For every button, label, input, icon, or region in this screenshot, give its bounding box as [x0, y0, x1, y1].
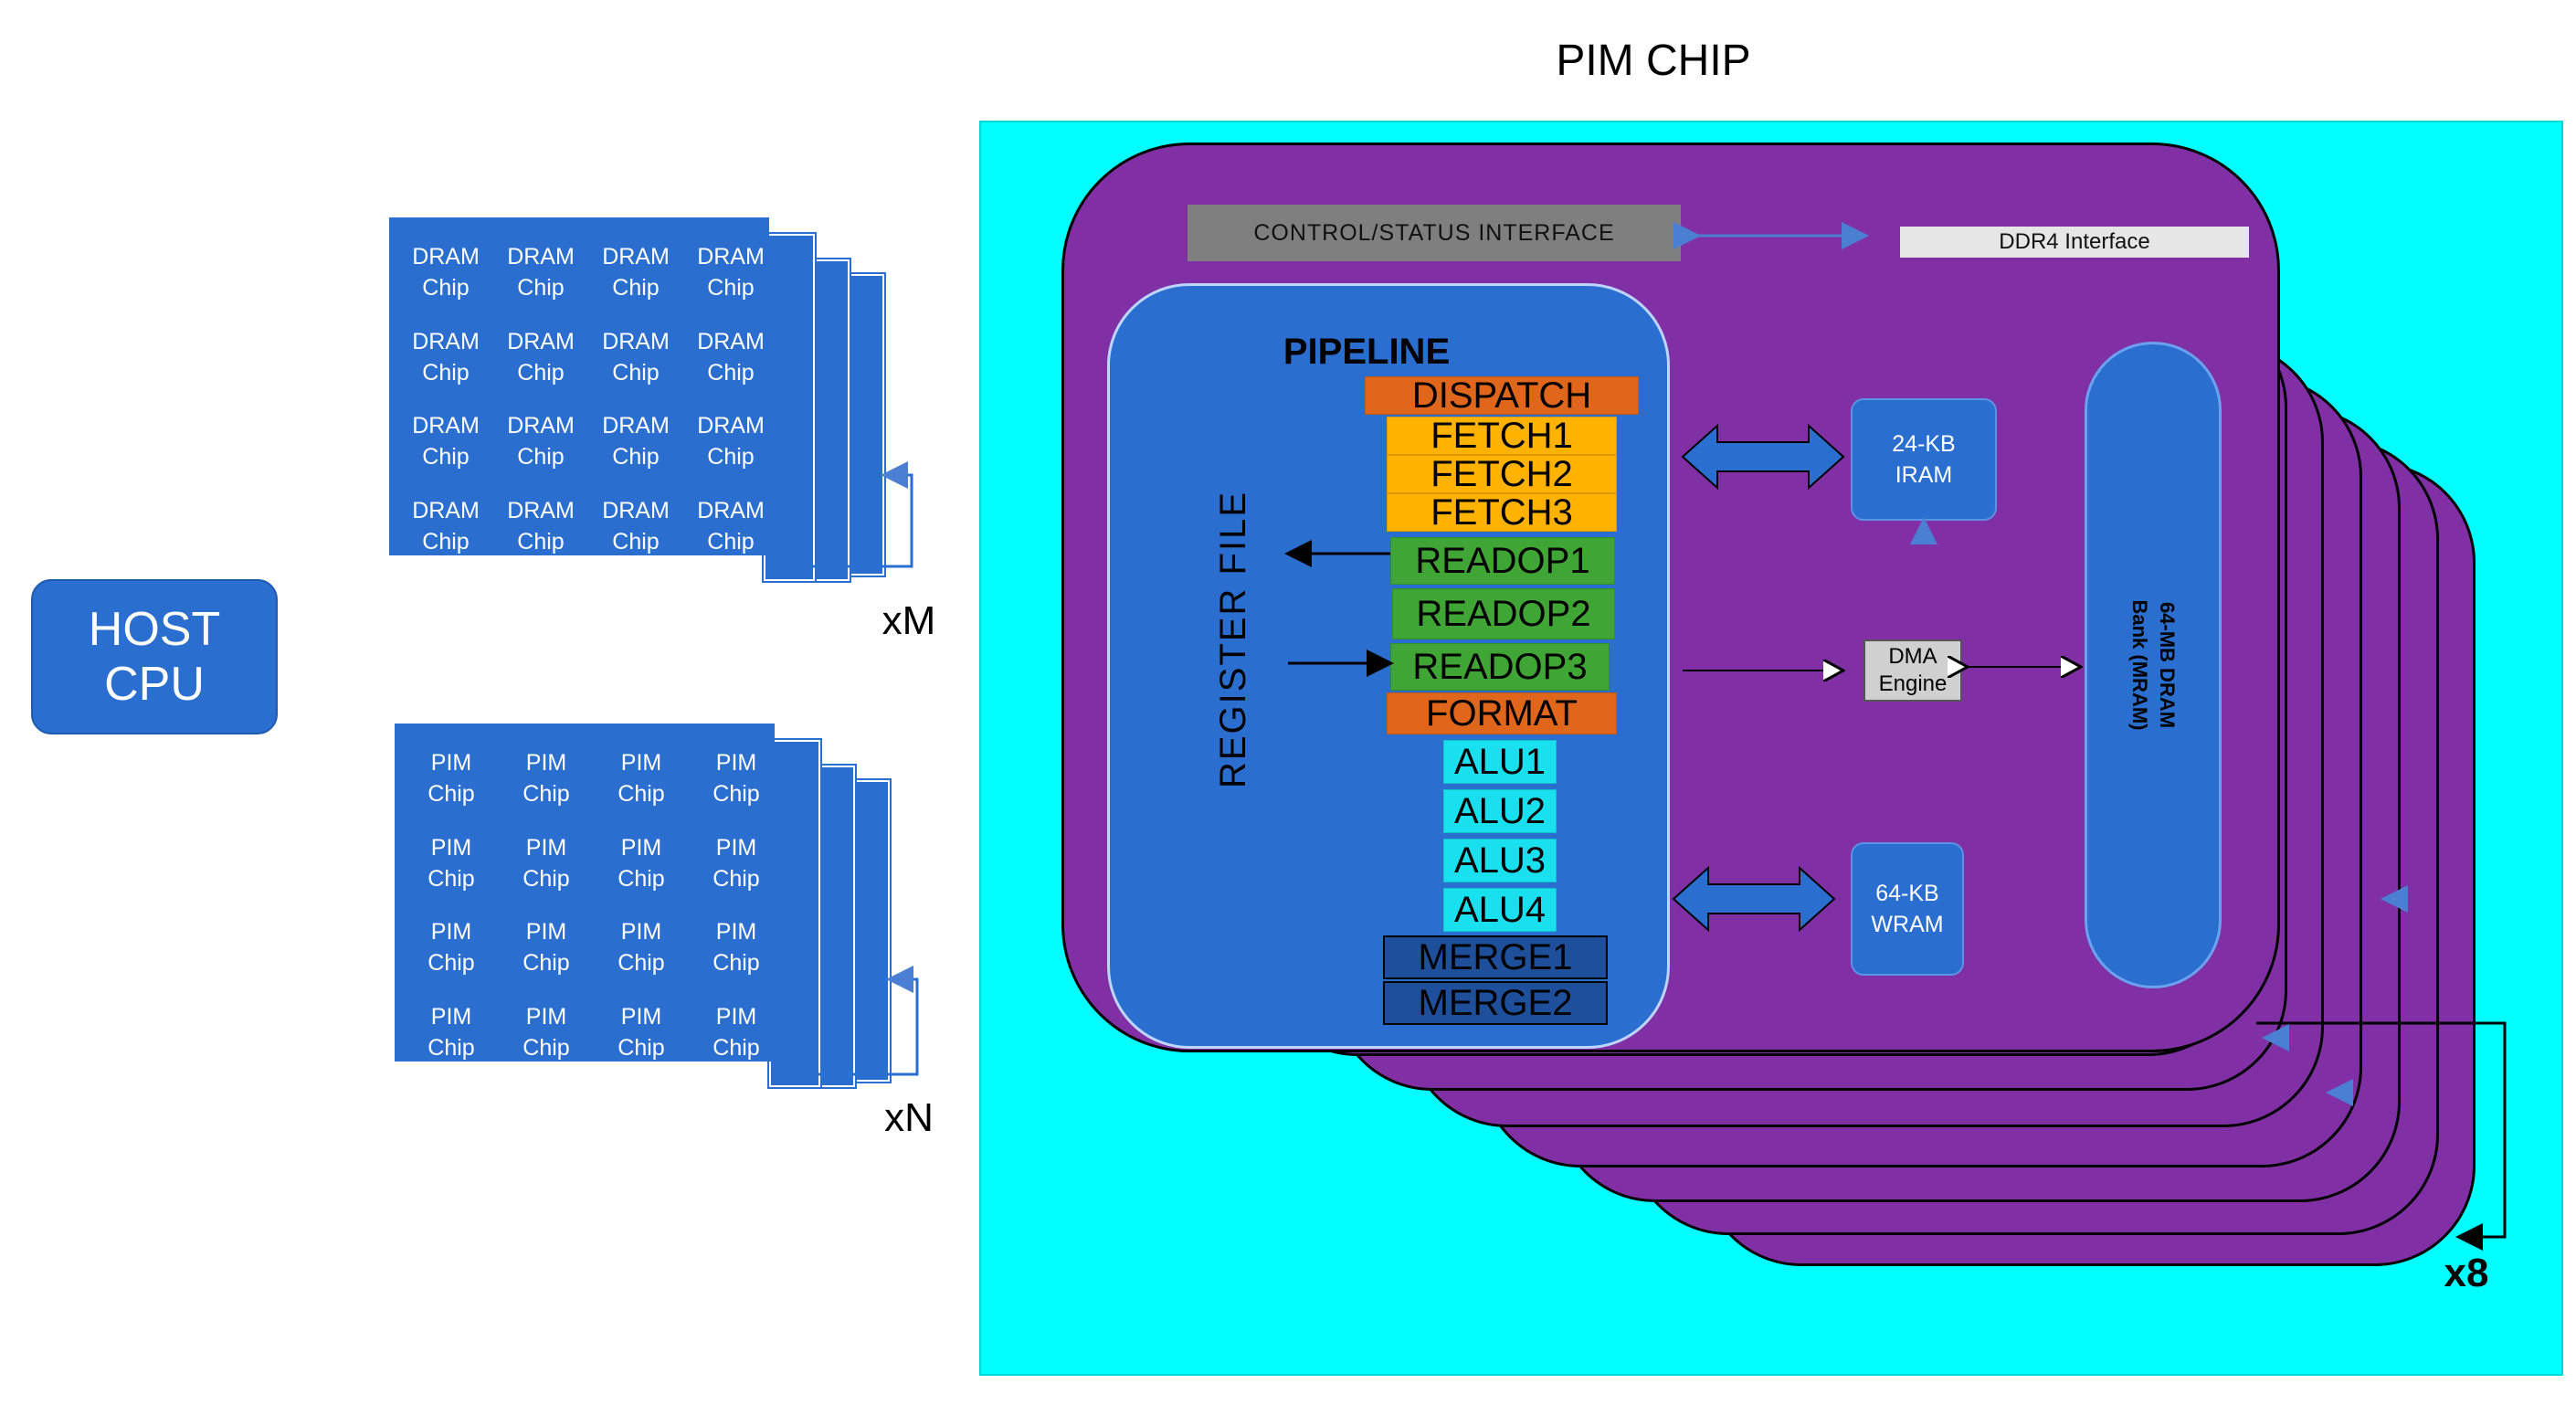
- pipeline-stage-alu1: ALU1: [1443, 740, 1557, 784]
- pim-chip-label: PIM Chip: [618, 750, 665, 808]
- dram-chip-label: DRAM Chip: [602, 497, 670, 555]
- dram-chip-label: DRAM Chip: [412, 328, 480, 386]
- pipeline-stage-alu4: ALU4: [1443, 888, 1557, 932]
- pim-module-layer: [767, 738, 822, 1089]
- pim-chip-label: PIM Chip: [428, 834, 475, 892]
- pim-chip-label: PIM Chip: [618, 834, 665, 892]
- dram-chip-label: DRAM Chip: [412, 244, 480, 301]
- pipeline-stage-merge2: MERGE2: [1383, 981, 1608, 1025]
- dram-multiplier-label: xM: [882, 598, 936, 643]
- pim-chip-label: PIM Chip: [523, 834, 570, 892]
- pipeline-stage-format: FORMAT: [1387, 692, 1617, 734]
- dma-engine-block: DMA Engine: [1863, 639, 1962, 702]
- pipeline-stage-fetch3: FETCH3: [1387, 492, 1617, 533]
- dram-chip-label: DRAM Chip: [697, 413, 765, 470]
- dram-chip-label: DRAM Chip: [412, 413, 480, 470]
- dram-chip-label: DRAM Chip: [697, 497, 765, 555]
- pipeline-stage-fetch2: FETCH2: [1387, 454, 1617, 494]
- pim-chip-label: PIM Chip: [713, 834, 760, 892]
- pim-chip-label: PIM Chip: [618, 919, 665, 977]
- pim-chip-label: PIM Chip: [428, 1003, 475, 1061]
- pim-chip-label: PIM Chip: [713, 1003, 760, 1061]
- pipeline-stage-alu3: ALU3: [1443, 839, 1557, 882]
- host-cpu-block: HOST CPU: [31, 579, 278, 734]
- ddr4-interface: DDR4 Interface: [1900, 227, 2249, 258]
- pim-chip-label: PIM Chip: [713, 919, 760, 977]
- pipeline-stage-readop1: READOP1: [1390, 537, 1615, 585]
- wram-fat-arrow: [1672, 865, 1836, 933]
- dram-chip-label: DRAM Chip: [507, 497, 575, 555]
- pim-chip-label: PIM Chip: [618, 1003, 665, 1061]
- dpu-loop-connector: [2256, 1021, 2507, 1251]
- dpu-multiplier-label: x8: [2444, 1251, 2489, 1295]
- dram-chip-label: DRAM Chip: [507, 328, 575, 386]
- pim-loop-connector: [771, 966, 919, 1076]
- pipeline-title: PIPELINE: [1283, 331, 1451, 372]
- dram-chip-label: DRAM Chip: [697, 328, 765, 386]
- control-status-interface: CONTROL/STATUS INTERFACE: [1188, 205, 1681, 261]
- dram-loop-connector: [765, 461, 913, 568]
- pipeline-stage-alu2: ALU2: [1443, 789, 1557, 833]
- dram-chip-label: DRAM Chip: [602, 413, 670, 470]
- pipeline-stage-readop2: READOP2: [1392, 588, 1615, 639]
- pipeline-stage-readop3: READOP3: [1390, 643, 1610, 691]
- pim-chip-label: PIM Chip: [428, 750, 475, 808]
- pim-chip-label: PIM Chip: [523, 750, 570, 808]
- dram-chip-label: DRAM Chip: [602, 328, 670, 386]
- mram-bank: [2085, 342, 2222, 988]
- dram-chip-label: DRAM Chip: [507, 244, 575, 301]
- wram-block: 64-KB WRAM: [1851, 842, 1964, 976]
- dram-chip-label: DRAM Chip: [602, 244, 670, 301]
- iram-block: 24-KB IRAM: [1851, 398, 1997, 521]
- pim-chip-label: PIM Chip: [523, 1003, 570, 1061]
- pim-chip-label: PIM Chip: [428, 919, 475, 977]
- pim-chip-label: PIM Chip: [523, 919, 570, 977]
- pim-chip-label: PIM Chip: [713, 750, 760, 808]
- pipeline-stage-dispatch: DISPATCH: [1365, 375, 1639, 416]
- pipeline-stage-fetch1: FETCH1: [1387, 416, 1617, 456]
- pipeline-stage-merge1: MERGE1: [1383, 935, 1608, 979]
- pim-chip-title: PIM CHIP: [1556, 36, 1751, 85]
- pim-multiplier-label: xN: [884, 1095, 934, 1140]
- dram-chip-label: DRAM Chip: [412, 497, 480, 555]
- iram-fat-arrow: [1681, 423, 1845, 491]
- dram-chip-label: DRAM Chip: [697, 244, 765, 301]
- dram-chip-label: DRAM Chip: [507, 413, 575, 470]
